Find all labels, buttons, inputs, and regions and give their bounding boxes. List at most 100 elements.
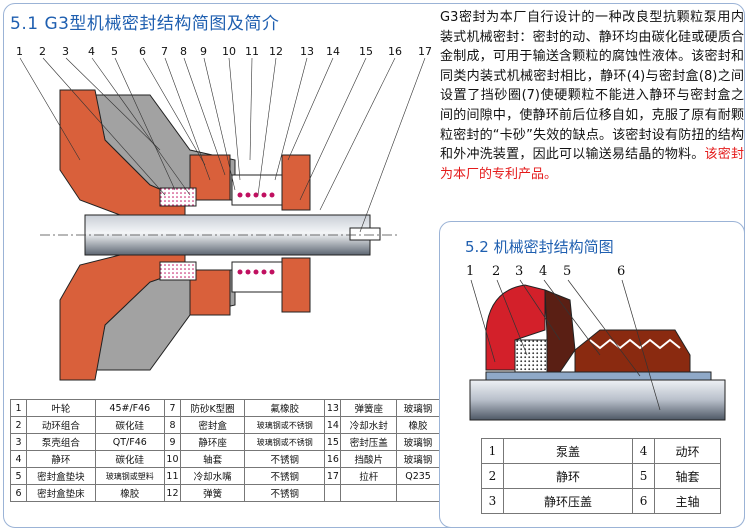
part-name: 弹簧座 — [340, 399, 398, 417]
callout-12: 12 — [269, 45, 283, 58]
part-material — [396, 484, 440, 502]
part-number: 8 — [163, 416, 181, 434]
part-name: 静环座 — [179, 433, 246, 451]
part-name: 密封压盖 — [340, 433, 398, 451]
right-callout-4: 4 — [539, 264, 548, 279]
seal-box-upper — [189, 154, 231, 201]
part-material: 玻璃钢 — [396, 399, 440, 417]
part-name: 动环组合 — [26, 416, 96, 434]
part-number: 4 — [10, 450, 27, 468]
part-name: 密封盒垫床 — [26, 484, 96, 502]
part-name: 防砂K型圈 — [179, 399, 246, 417]
callout-8: 8 — [180, 45, 187, 58]
part-material: QT/F46 — [94, 433, 165, 451]
callout-11: 11 — [245, 45, 259, 58]
part-material: 玻璃钢 — [396, 450, 440, 468]
part-name: 动环 — [654, 438, 721, 464]
part-material: 碳化硅 — [94, 450, 165, 468]
part-number: 6 — [10, 484, 27, 502]
part-number: 3 — [481, 488, 504, 514]
callout-5: 5 — [111, 45, 118, 58]
part-number: 5 — [632, 463, 656, 489]
part-material: 玻璃钢 — [396, 433, 440, 451]
g3-seal-diagram — [19, 57, 426, 381]
callout-15: 15 — [359, 45, 373, 58]
shaft-end — [349, 227, 381, 241]
part-material: 橡胶 — [396, 416, 440, 434]
description-text: G3密封为本厂自行设计的一种改良型抗颗粒泵用内装式机械密封：密封的动、静环均由碳… — [440, 10, 744, 163]
part-material: 玻璃钢或塑料 — [94, 467, 165, 485]
part-material: 不锈钢 — [244, 467, 326, 485]
part-number: 5 — [10, 467, 27, 485]
right-callout-6: 6 — [617, 264, 626, 279]
callout-14: 14 — [326, 45, 340, 58]
patent-highlight: 该密封为本厂的专利产品。 — [440, 147, 744, 182]
callout-17: 17 — [418, 45, 432, 58]
seal-description: G3密封为本厂自行设计的一种改良型抗颗粒泵用内装式机械密封：密封的动、静环均由碳… — [440, 8, 744, 184]
part-name: 挡酸片 — [340, 450, 398, 468]
callout-3: 3 — [62, 45, 69, 58]
part-material: 不锈钢 — [244, 450, 326, 468]
part-material: 碳化硅 — [94, 416, 165, 434]
callout-1: 1 — [16, 45, 23, 58]
callout-10: 10 — [222, 45, 236, 58]
right-callout-2: 2 — [492, 264, 501, 279]
part-name: 轴套 — [179, 450, 246, 468]
part-material: 玻璃钢或不锈钢 — [244, 416, 326, 434]
spring-seat-upper — [231, 174, 283, 206]
part-number: 14 — [324, 416, 342, 434]
part-name: 主轴 — [654, 488, 721, 514]
callout-2: 2 — [39, 45, 46, 58]
part-name: 静环 — [26, 450, 96, 468]
gland-upper — [281, 154, 311, 211]
gland-lower — [281, 257, 311, 313]
part-number: 15 — [324, 433, 342, 451]
right-callout-1: 1 — [466, 264, 475, 279]
part-name: 静环 — [502, 463, 634, 489]
part-material: 橡胶 — [94, 484, 165, 502]
impeller-upper — [59, 89, 186, 216]
part-material: Q235 — [396, 467, 440, 485]
callout-7: 7 — [161, 45, 168, 58]
part-name: 叶轮 — [26, 399, 96, 417]
part-name: 密封盒 — [179, 416, 246, 434]
part-number: 2 — [481, 463, 504, 489]
part-number: 4 — [632, 438, 656, 464]
part-number: 10 — [163, 450, 181, 468]
part-material: 玻璃钢或不锈钢 — [244, 433, 326, 451]
spring-coils — [237, 192, 275, 275]
part-name: 拉杆 — [340, 467, 398, 485]
callout-4: 4 — [88, 45, 95, 58]
left-panel-title: 5.1 G3型机械密封结构简图及简介 — [10, 14, 280, 34]
part-name: 泵壳组合 — [26, 433, 96, 451]
part-material: 45#/F46 — [94, 399, 165, 417]
callout-9: 9 — [200, 45, 207, 58]
part-number: 11 — [163, 467, 181, 485]
callout-13: 13 — [300, 45, 314, 58]
part-number: 3 — [10, 433, 27, 451]
part-number: 6 — [632, 488, 656, 514]
right-panel-title: 5.2 机械密封结构简图 — [465, 238, 614, 256]
part-number — [324, 484, 342, 502]
part-name: 泵盖 — [502, 438, 634, 464]
left-leader-lines — [19, 57, 426, 233]
part-number: 1 — [10, 399, 27, 417]
part-material: 氟橡胶 — [244, 399, 326, 417]
part-name — [340, 484, 398, 502]
seal-pad-lower — [159, 261, 197, 281]
part-number: 17 — [324, 467, 342, 485]
spring-seat-lower — [231, 261, 283, 293]
right-callout-3: 3 — [515, 264, 524, 279]
part-number: 2 — [10, 416, 27, 434]
seal-pad-upper — [159, 187, 197, 207]
part-material: 不锈钢 — [244, 484, 326, 502]
part-name: 轴套 — [654, 463, 721, 489]
part-name: 弹簧 — [179, 484, 246, 502]
